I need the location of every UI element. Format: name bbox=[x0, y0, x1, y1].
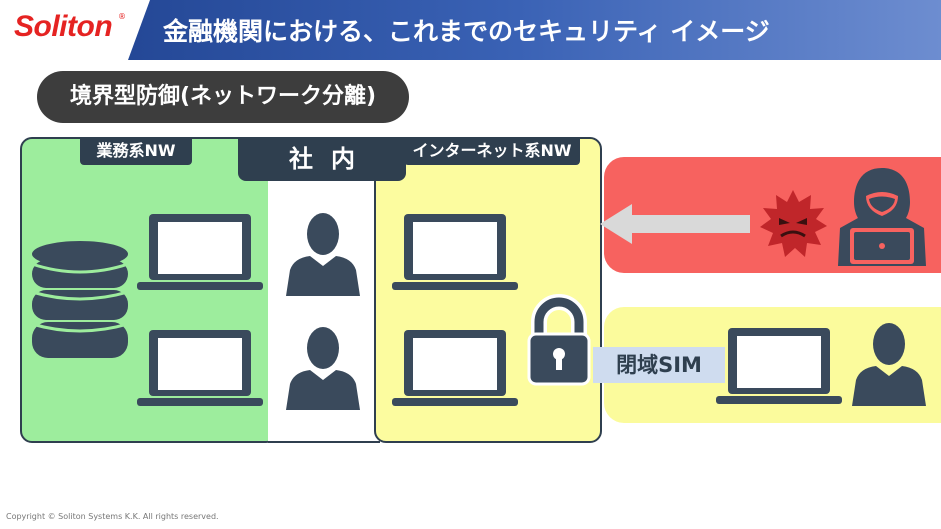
header: Soliton ® 金融機関における、これまでのセキュリティ イメージ bbox=[0, 0, 941, 60]
person-icon bbox=[286, 327, 360, 410]
person-icon bbox=[852, 323, 926, 406]
office-label: 社内 bbox=[238, 137, 406, 181]
lock-icon bbox=[527, 294, 591, 386]
laptop-icon bbox=[137, 330, 263, 406]
section-heading: 境界型防御(ネットワーク分離) bbox=[37, 71, 409, 123]
business-network-label: 業務系NW bbox=[80, 137, 192, 165]
laptop-icon bbox=[716, 328, 842, 404]
page-title: 金融機関における、これまでのセキュリティ イメージ bbox=[163, 17, 770, 46]
laptop-icon bbox=[392, 214, 518, 290]
hacker-icon bbox=[838, 168, 926, 266]
virus-icon bbox=[760, 190, 827, 257]
person-icon bbox=[286, 213, 360, 296]
header-bar bbox=[0, 0, 941, 60]
internet-network-label: インターネット系NW bbox=[404, 137, 580, 165]
logo-text: Soliton bbox=[14, 10, 113, 43]
arrow-left-icon bbox=[600, 204, 750, 244]
database-icon bbox=[31, 241, 129, 358]
laptop-icon bbox=[392, 330, 518, 406]
laptop-icon bbox=[137, 214, 263, 290]
logo-registered-mark: ® bbox=[118, 12, 126, 21]
logo bbox=[0, 0, 150, 60]
copyright: Copyright © Soliton Systems K.K. All rig… bbox=[6, 512, 219, 521]
closed-sim-label: 閉域SIM bbox=[593, 347, 725, 383]
